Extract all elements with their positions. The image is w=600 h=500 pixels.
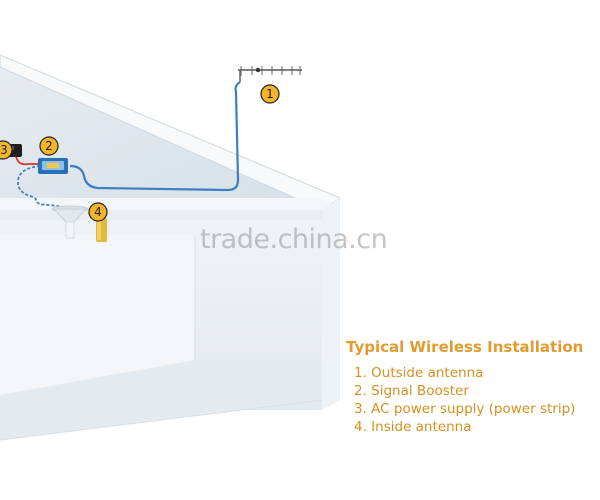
legend-item: 3. AC power supply (power strip)	[354, 401, 576, 417]
watermark: trade.china.cn	[200, 224, 388, 255]
callout-3: 3	[0, 140, 13, 160]
room-floor	[0, 360, 322, 440]
power-cable	[15, 155, 40, 166]
signal-booster-icon	[38, 158, 68, 174]
callout-4: 4	[88, 202, 108, 222]
svg-text:1: 1	[266, 87, 274, 101]
legend-item: 1. Outside antenna	[354, 365, 484, 381]
indoor-cable	[17, 165, 71, 209]
legend-title: Typical Wireless Installation	[346, 338, 584, 356]
callout-1: 1	[260, 84, 280, 104]
room-inner-panel	[0, 235, 195, 395]
legend-item: 4. Inside antenna	[354, 419, 472, 435]
ceiling-antenna-icon	[51, 205, 107, 242]
legend-list: 1. Outside antenna 2. Signal Booster 3. …	[346, 364, 600, 436]
svg-text:2: 2	[45, 139, 53, 153]
legend-item: 2. Signal Booster	[354, 383, 469, 399]
antenna-cable	[69, 81, 241, 192]
callout-2: 2	[39, 136, 59, 156]
yagi-antenna-icon	[238, 66, 302, 82]
floor-edge	[0, 399, 323, 441]
room-side-wall	[322, 198, 340, 410]
svg-text:3: 3	[0, 143, 8, 157]
ceiling-edge	[0, 198, 340, 210]
svg-text:4: 4	[94, 205, 102, 219]
legend: Typical Wireless Installation 1. Outside…	[346, 338, 600, 436]
